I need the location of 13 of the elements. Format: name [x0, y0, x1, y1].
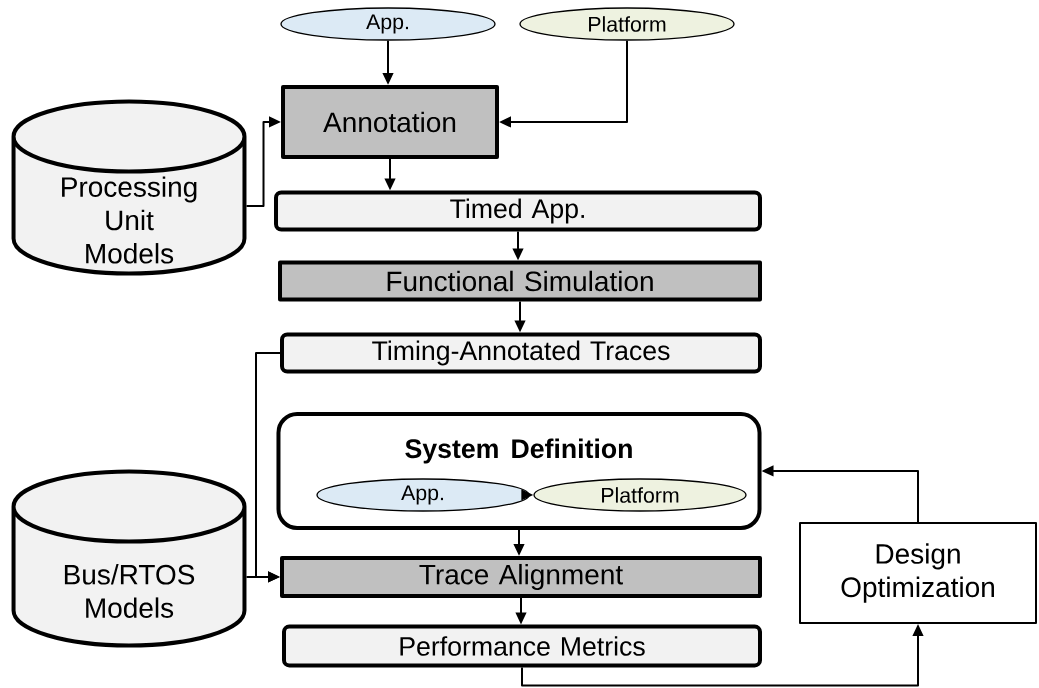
ellipse-node: Platform [519, 7, 735, 41]
data-box: Timing-Annotated Traces [280, 332, 762, 374]
ellipse-node: App. [280, 7, 496, 41]
process-box: Design Optimization [799, 522, 1037, 624]
ellipse-node: App. [316, 478, 530, 512]
database-cylinder: Bus/RTOS Models [11, 469, 247, 648]
process-box: Annotation [281, 85, 499, 159]
ellipse-node: Platform [533, 478, 747, 512]
process-box: Functional Simulation [278, 260, 762, 302]
database-cylinder: Processing Unit Models [11, 99, 247, 276]
data-box: Timed App. [274, 190, 762, 232]
data-box: Performance Metrics [282, 624, 762, 668]
process-box: Trace Alignment [280, 556, 762, 598]
